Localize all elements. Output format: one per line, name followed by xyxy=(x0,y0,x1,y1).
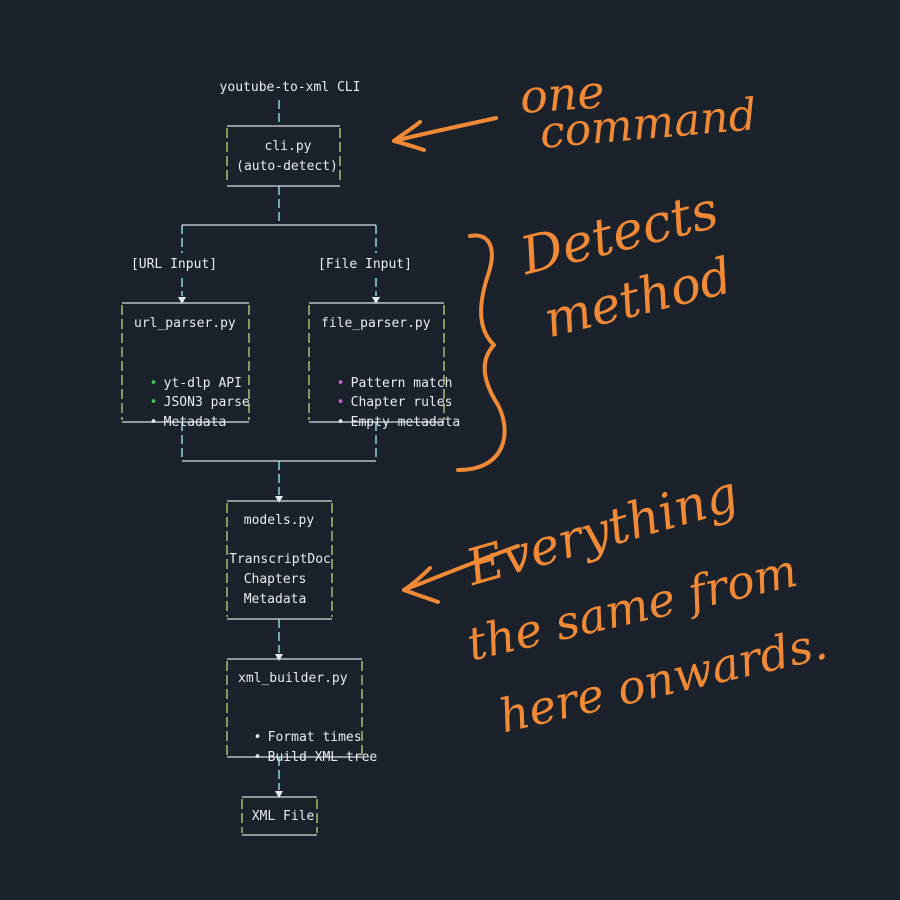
cli-box-subtitle: (auto-detect) xyxy=(236,159,338,174)
models-title: models.py xyxy=(243,513,315,528)
arrow-models xyxy=(275,496,283,503)
bullet-magenta-icon: • xyxy=(336,395,345,410)
arrowhead-everything-icon xyxy=(402,566,440,604)
arrow-output xyxy=(275,791,283,798)
url-parser-item: •yt-dlp API xyxy=(134,354,242,394)
cli-box-filename: cli.py xyxy=(264,139,312,154)
bullet-white-icon: • xyxy=(149,415,158,430)
bullet-white-icon: • xyxy=(253,730,262,745)
url-parser-title: url_parser.py xyxy=(134,316,236,331)
arrowhead-one-command-icon xyxy=(392,120,426,152)
arrow-one-command-icon xyxy=(392,116,498,143)
file-parser-item: •Empty metadata xyxy=(321,393,461,433)
arrow-file-parser xyxy=(372,297,380,304)
url-parser-item: •Metadata xyxy=(134,393,227,433)
bullet-magenta-icon: • xyxy=(336,376,345,391)
arrow-builder xyxy=(275,654,283,661)
xml-builder-item: •Format times xyxy=(238,708,362,748)
url-parser-item: •JSON3 parse xyxy=(134,373,250,413)
xml-builder-title: xml_builder.py xyxy=(238,671,348,686)
models-item: Metadata xyxy=(243,592,307,607)
bullet-white-icon: • xyxy=(253,750,262,765)
bullet-green-icon: • xyxy=(149,395,158,410)
bullet-white-icon: • xyxy=(336,415,345,430)
arrow-url-parser xyxy=(178,297,186,304)
bullet-green-icon: • xyxy=(149,376,158,391)
file-parser-item: •Pattern match xyxy=(321,354,453,394)
file-input-label: [File Input] xyxy=(318,257,412,272)
output-label: XML File xyxy=(251,809,315,824)
file-parser-title: file_parser.py xyxy=(321,316,431,331)
arrow-everything-icon xyxy=(402,544,520,592)
file-parser-item: •Chapter rules xyxy=(321,373,453,413)
url-input-label: [URL Input] xyxy=(130,257,218,272)
brace-icon xyxy=(456,233,507,472)
models-item: TranscriptDoc xyxy=(229,552,331,567)
cli-title: youtube-to-xml CLI xyxy=(219,80,361,95)
models-item: Chapters xyxy=(243,572,307,587)
xml-builder-item: •Build XML tree xyxy=(238,728,378,768)
